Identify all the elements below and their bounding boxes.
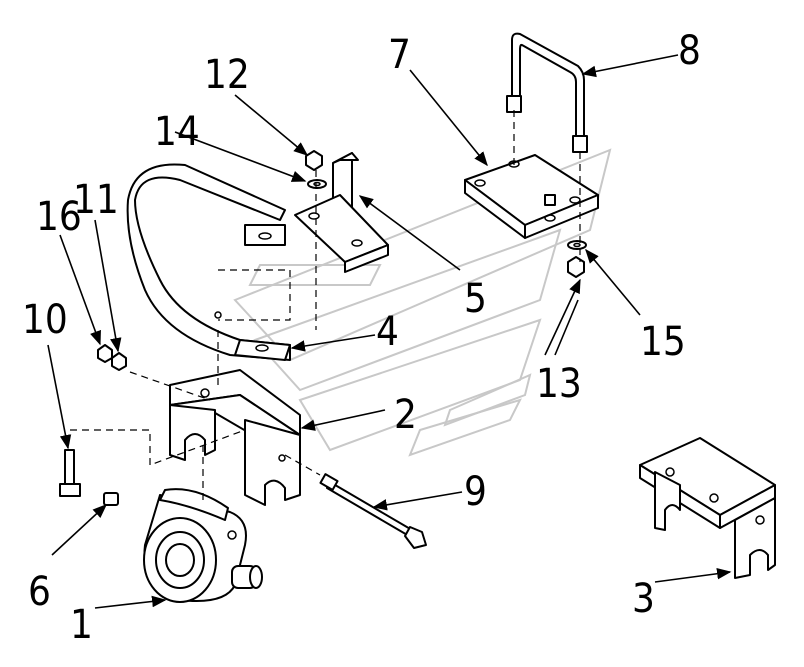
callout-6: 6 <box>28 569 51 615</box>
part-5-t-bracket <box>294 152 389 273</box>
part-9-long-bolt <box>319 473 427 549</box>
part-6-grease-fitting <box>103 492 119 506</box>
callout-1: 1 <box>70 602 93 648</box>
part-14-washer <box>307 179 327 189</box>
leader-lines <box>47 54 732 609</box>
callout-7: 7 <box>388 32 411 78</box>
part-13-nut <box>567 256 585 278</box>
part-7-clamp-plate <box>464 154 599 239</box>
callout-13: 13 <box>536 361 582 407</box>
callout-3: 3 <box>632 576 655 622</box>
watermark-logo <box>233 148 612 457</box>
callout-15: 15 <box>640 319 686 365</box>
part-10-bolt <box>59 449 81 497</box>
assembly-center-lines <box>70 110 581 500</box>
callout-2: 2 <box>394 392 417 438</box>
part-8-u-bolt <box>506 32 588 153</box>
part-1-bearing-housing <box>143 488 263 603</box>
callout-8: 8 <box>678 28 701 74</box>
part-2-mounting-bracket <box>169 369 301 506</box>
part-16-nut <box>97 344 113 363</box>
callout-12: 12 <box>204 52 250 98</box>
callout-labels: 1 2 3 4 5 6 7 8 9 10 11 12 13 14 15 16 <box>22 28 701 648</box>
callout-14: 14 <box>154 109 200 155</box>
part-4-u-strap <box>126 163 291 361</box>
callout-10: 10 <box>22 297 68 343</box>
callout-9: 9 <box>464 469 487 515</box>
callout-16: 16 <box>36 194 82 240</box>
callout-5: 5 <box>464 276 487 322</box>
part-11-nut <box>111 352 127 371</box>
part-12-nut <box>305 150 323 171</box>
part-3-bracket-view <box>639 437 776 579</box>
part-15-washer <box>567 240 587 250</box>
callout-4: 4 <box>376 309 399 355</box>
callout-11: 11 <box>73 177 119 223</box>
